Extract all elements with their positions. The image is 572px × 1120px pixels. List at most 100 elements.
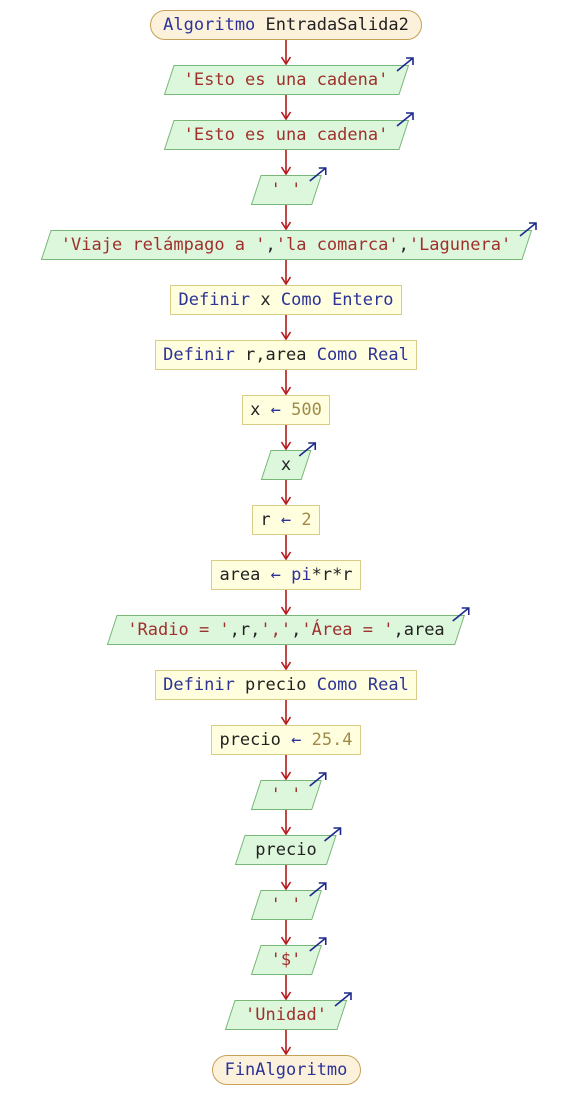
code-token: ',' — [260, 619, 292, 640]
connector-arrow — [280, 480, 292, 506]
flow-node-text: 'Esto es una cadena' — [184, 71, 389, 89]
code-token: precio — [255, 839, 317, 860]
code-token: Algoritmo — [163, 14, 266, 35]
flow-node-process: Definir precio Como Real — [155, 670, 417, 700]
output-arrow-icon — [452, 607, 470, 622]
connector-arrow — [280, 1030, 292, 1056]
flow-node-output: ' ' — [250, 882, 327, 920]
output-parallelogram-shape — [40, 222, 537, 260]
output-parallelogram-shape — [250, 167, 327, 205]
flow-node-terminal: Algoritmo EntradaSalida2 — [150, 10, 422, 40]
connector-arrow — [280, 315, 292, 341]
flow-node-text: area ← pi*r*r — [219, 564, 353, 585]
output-arrow-icon — [298, 442, 316, 457]
code-token: 'Esto es una cadena' — [183, 124, 389, 145]
output-parallelogram-shape — [250, 772, 327, 810]
flow-node-text: Definir r,area Como Real — [163, 344, 409, 365]
code-token: 'Lagunera' — [408, 234, 512, 255]
code-token: area — [219, 564, 271, 585]
connector-arrow — [280, 95, 292, 121]
flow-node-text: '$' — [271, 951, 302, 969]
output-arrow-icon — [395, 57, 414, 72]
flow-node-text: precio ← 25.4 — [219, 729, 352, 750]
connector-arrow — [280, 700, 292, 726]
code-token: Como Real — [316, 674, 409, 695]
code-token: Como Real — [316, 344, 409, 365]
connector-arrow — [280, 645, 292, 671]
flow-node-text: x ← 500 — [250, 399, 322, 420]
code-token: pi — [280, 564, 312, 585]
code-token: ← — [291, 729, 302, 750]
code-token: ← — [270, 564, 281, 585]
flow-node-text: x — [280, 454, 292, 475]
code-token: ' ' — [270, 179, 302, 200]
code-token: precio — [219, 729, 292, 750]
flow-node-output: 'Viaje relámpago a ','la comarca','Lagun… — [40, 222, 537, 260]
flow-node-output: x — [260, 442, 316, 480]
code-token: *r*r — [311, 564, 353, 585]
flow-node-text: 'Unidad' — [245, 1004, 327, 1025]
flow-node-output: ' ' — [250, 772, 327, 810]
output-parallelogram-shape — [163, 57, 414, 95]
output-arrow-icon — [334, 992, 352, 1007]
output-arrow-icon — [308, 772, 327, 787]
output-parallelogram-shape — [106, 607, 470, 645]
code-token: EntradaSalida2 — [265, 14, 409, 35]
flow-node-text: ' ' — [270, 784, 302, 805]
code-token: Definir — [163, 674, 246, 695]
code-token: ,area — [393, 619, 445, 640]
flow-node-output: 'Unidad' — [224, 992, 352, 1030]
flow-node-text: Algoritmo EntradaSalida2 — [163, 14, 409, 35]
code-token: , — [291, 619, 302, 640]
code-token: x — [280, 454, 292, 475]
flow-node-process: r ← 2 — [252, 505, 320, 535]
output-arrow-icon — [395, 112, 414, 127]
flow-node-text: 'Viaje relámpago a ','la comarca','Lagun… — [60, 234, 512, 255]
output-parallelogram-shape — [224, 992, 352, 1030]
connector-arrow — [280, 810, 292, 836]
flow-node-text: 'Esto es una cadena' — [183, 124, 389, 145]
code-token: ,r, — [229, 619, 261, 640]
code-token: 'Radio = ' — [127, 619, 230, 640]
flow-node-terminal: FinAlgoritmo — [211, 1055, 361, 1085]
flow-node-text: Definir precio Como Real — [163, 674, 409, 695]
connector-arrow — [280, 535, 292, 561]
connector-arrow — [280, 370, 292, 396]
code-token: r — [260, 509, 281, 530]
flow-node-process: area ← pi*r*r — [211, 560, 361, 590]
code-token: FinAlgoritmo — [224, 1059, 348, 1080]
code-token: ← — [280, 509, 292, 530]
output-arrow-icon — [308, 937, 327, 952]
connector-arrow — [280, 260, 292, 286]
connector-arrow — [280, 975, 292, 1001]
output-parallelogram-shape — [163, 112, 414, 150]
code-token: 'Viaje relámpago a ' — [60, 234, 266, 255]
flow-node-process: x ← 500 — [242, 395, 330, 425]
connector-arrow — [280, 425, 292, 451]
flow-node-output: 'Esto es una cadena' — [163, 112, 414, 150]
flow-node-text: FinAlgoritmo — [224, 1059, 348, 1080]
code-token: precio — [245, 674, 317, 695]
code-token: 'Unidad' — [245, 1004, 327, 1025]
connector-arrow — [280, 205, 292, 231]
code-token: 'Área = ' — [301, 619, 394, 640]
code-token: x — [260, 289, 281, 310]
flow-node-text: 'Radio = ',r,',','Área = ',area — [127, 619, 445, 640]
output-parallelogram-shape — [260, 442, 316, 480]
code-token: , — [398, 234, 409, 255]
code-token: x — [250, 399, 271, 420]
flow-node-output: 'Radio = ',r,',','Área = ',area — [106, 607, 470, 645]
output-arrow-icon — [518, 222, 537, 237]
flow-node-text: precio — [255, 839, 317, 860]
connector-arrow — [280, 920, 292, 946]
output-arrow-icon — [324, 827, 342, 842]
connector-arrow — [280, 150, 292, 176]
output-parallelogram-shape — [250, 937, 327, 975]
connector-arrow — [280, 590, 292, 616]
code-token: ' ' — [270, 894, 302, 915]
code-token: ' ' — [270, 784, 302, 805]
flow-node-output: 'Esto es una cadena' — [163, 57, 414, 95]
output-parallelogram-shape — [235, 827, 342, 865]
